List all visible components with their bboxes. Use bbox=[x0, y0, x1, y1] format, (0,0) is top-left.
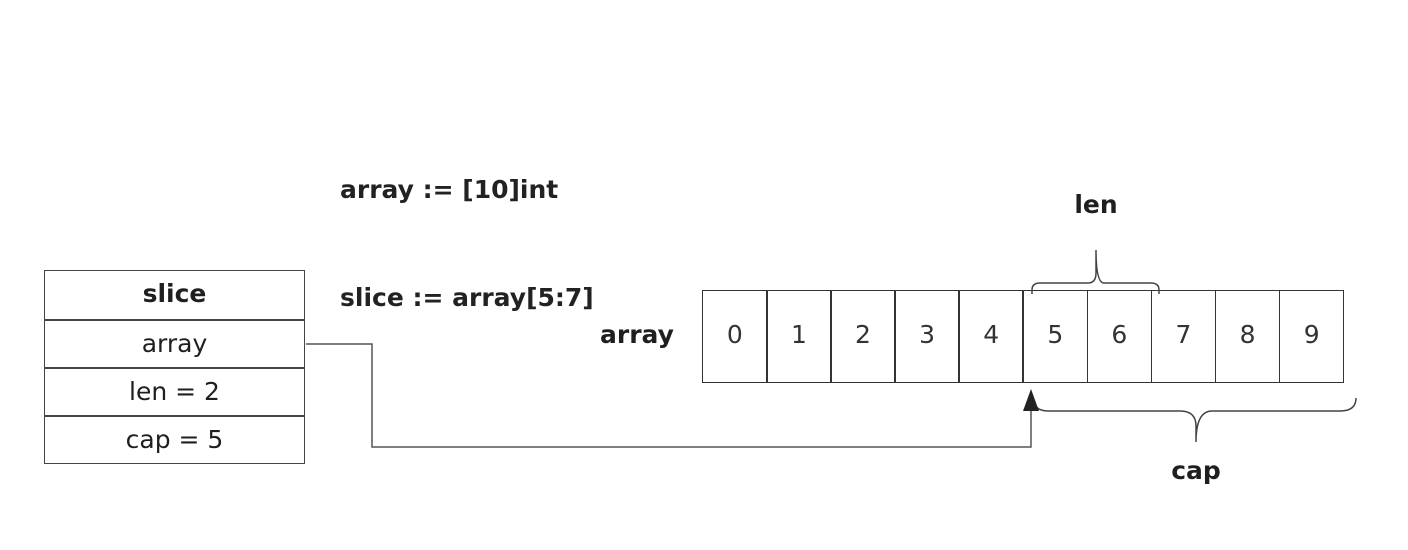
code-line-array: array := [10]int bbox=[340, 175, 559, 204]
array-cell-9: 9 bbox=[1278, 290, 1345, 383]
array-cell-4: 4 bbox=[958, 290, 1024, 383]
cap-brace bbox=[1031, 393, 1357, 443]
array-cell-0: 0 bbox=[702, 290, 768, 383]
array-cells: 0 1 2 3 4 5 6 7 8 9 bbox=[702, 290, 1345, 383]
array-cell-3: 3 bbox=[894, 290, 960, 383]
slice-field-len: len = 2 bbox=[45, 367, 304, 415]
slice-struct-title: slice bbox=[142, 279, 207, 308]
len-brace-label: len bbox=[1074, 190, 1118, 219]
array-label: array bbox=[600, 320, 674, 349]
len-brace bbox=[1031, 249, 1160, 294]
cap-brace-label: cap bbox=[1171, 456, 1221, 485]
array-cell-1: 1 bbox=[766, 290, 832, 383]
array-cell-2: 2 bbox=[830, 290, 896, 383]
array-cell-7: 7 bbox=[1150, 290, 1217, 383]
pointer-arrowhead bbox=[1023, 389, 1039, 411]
slice-field-array: array bbox=[45, 319, 304, 367]
array-cell-6: 6 bbox=[1086, 290, 1153, 383]
slice-field-cap: cap = 5 bbox=[45, 415, 304, 463]
array-cell-8: 8 bbox=[1214, 290, 1281, 383]
code-snippet: array := [10]int slice := array[5:7] bbox=[340, 100, 594, 352]
pointer-connector-line bbox=[306, 343, 1032, 448]
slice-struct-box: slice array len = 2 cap = 5 bbox=[44, 270, 305, 464]
code-line-slice: slice := array[5:7] bbox=[340, 283, 594, 312]
array-cell-5: 5 bbox=[1022, 290, 1089, 383]
